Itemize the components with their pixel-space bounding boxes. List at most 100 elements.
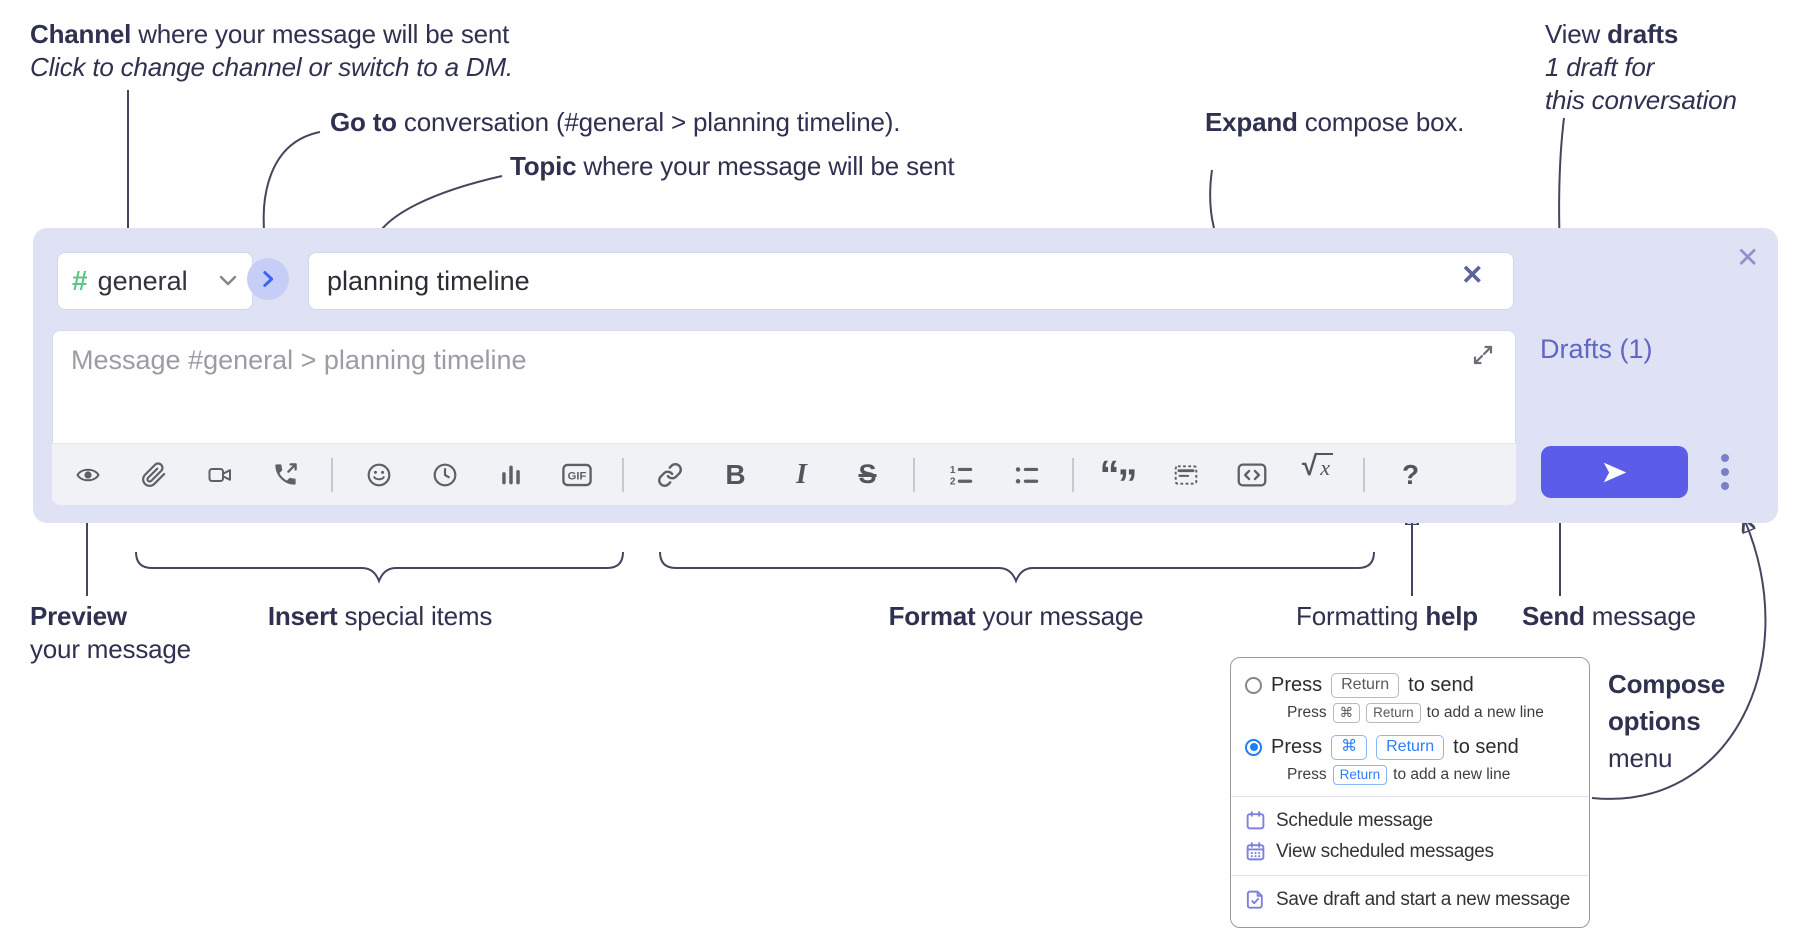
- popup-divider: [1231, 875, 1589, 876]
- send-icon: [1603, 462, 1626, 482]
- ellipsis-dot: [1721, 482, 1729, 490]
- ellipsis-dot: [1721, 468, 1729, 476]
- numbered-list-button[interactable]: 1 2: [940, 452, 981, 498]
- bulleted-list-icon: [1015, 467, 1039, 484]
- compose-options-text: menu: [1608, 743, 1673, 773]
- link-icon: [657, 462, 682, 487]
- topic-note: Topic where your message will be sent: [510, 150, 955, 183]
- radio-selected-icon[interactable]: [1245, 738, 1262, 756]
- emoji-button[interactable]: [358, 452, 399, 498]
- compose-box: # general ✕ ✕ D: [33, 228, 1778, 523]
- drafts-link[interactable]: Drafts (1): [1540, 334, 1653, 364]
- poll-button[interactable]: [490, 452, 531, 498]
- ol-2: 2: [950, 477, 956, 488]
- return-key-chip: Return: [1331, 672, 1400, 698]
- preview-note-text: your message: [30, 634, 191, 664]
- insert-note-text: special items: [337, 601, 493, 631]
- bold-icon: B: [725, 458, 746, 490]
- cmd-key-chip: ⌘: [1332, 702, 1361, 724]
- option2-sub-press: Press: [1287, 766, 1327, 783]
- view-drafts-bold: drafts: [1607, 19, 1679, 49]
- toolbar-separator: [331, 457, 333, 492]
- popup-divider: [1231, 796, 1589, 797]
- math-variable: x: [1317, 452, 1334, 481]
- bold-button[interactable]: B: [715, 452, 756, 498]
- topic-note-bold: Topic: [510, 151, 577, 181]
- option1-sub-suffix: to add a new line: [1426, 704, 1544, 721]
- attach-file-button[interactable]: [133, 452, 174, 498]
- compose-options-bold2: options: [1608, 706, 1701, 736]
- compose-options-button[interactable]: [1717, 454, 1733, 490]
- insert-brace: [135, 551, 624, 584]
- radio-unselected-icon[interactable]: [1245, 676, 1262, 694]
- toolbar-separator: [1072, 457, 1074, 492]
- italic-icon: I: [796, 458, 807, 490]
- code-button[interactable]: [1231, 452, 1272, 498]
- compose-options-bold1: Compose: [1608, 669, 1726, 699]
- option1-suffix: to send: [1408, 673, 1474, 696]
- send-note-text: message: [1584, 601, 1696, 631]
- message-textarea[interactable]: [53, 331, 1515, 443]
- calendar-days-icon: [1246, 842, 1265, 861]
- eye-icon: [75, 468, 100, 481]
- gif-label: GIF: [567, 470, 586, 482]
- link-button[interactable]: [649, 452, 690, 498]
- strikethrough-icon: S: [858, 459, 877, 489]
- calendar-icon: [1246, 811, 1265, 830]
- radio-option-return-to-send[interactable]: Press Return to send: [1245, 670, 1575, 700]
- code-icon: [1237, 462, 1266, 487]
- option2-suffix: to send: [1453, 735, 1519, 758]
- topic-note-text: where your message will be sent: [576, 151, 955, 181]
- go-to-conversation-button[interactable]: [247, 258, 289, 300]
- expand-compose-button[interactable]: [1471, 343, 1495, 372]
- send-button[interactable]: [1541, 446, 1688, 498]
- compose-toolbar: GIF B I S 1 2: [52, 443, 1516, 505]
- preview-note-bold: Preview: [30, 601, 127, 631]
- preview-button[interactable]: [67, 452, 108, 498]
- view-drafts-note: View drafts 1 draft for this conversatio…: [1545, 18, 1737, 117]
- preview-note: Preview your message: [30, 600, 191, 666]
- menu-item-schedule-message[interactable]: Schedule message: [1245, 805, 1575, 836]
- spoiler-button[interactable]: [1165, 452, 1206, 498]
- option1-press: Press: [1271, 673, 1323, 696]
- channel-note-sub: Click to change channel or switch to a D…: [30, 52, 513, 82]
- return-key-chip-blue: Return: [1376, 734, 1445, 760]
- menu-item-label: View scheduled messages: [1276, 840, 1494, 862]
- bulleted-list-button[interactable]: [1006, 452, 1047, 498]
- channel-note: Channel where your message will be sent …: [30, 18, 513, 84]
- formatting-help-button[interactable]: ?: [1390, 452, 1431, 498]
- channel-selector[interactable]: # general: [57, 252, 253, 310]
- time-button[interactable]: [424, 452, 465, 498]
- channel-hash-icon: #: [72, 265, 88, 296]
- gif-button[interactable]: GIF: [556, 452, 597, 498]
- math-button[interactable]: √x: [1297, 451, 1338, 498]
- clear-topic-icon[interactable]: ✕: [1461, 260, 1484, 290]
- view-drafts-sub2: this conversation: [1545, 85, 1737, 115]
- toolbar-separator: [1363, 457, 1365, 492]
- quote-button[interactable]: “”: [1099, 452, 1140, 504]
- video-call-button[interactable]: [199, 452, 240, 498]
- radio-option-cmd-return-to-send[interactable]: Press ⌘ Return to send: [1245, 732, 1575, 762]
- chevron-right-icon: [263, 271, 274, 287]
- quote-icon: “: [1099, 452, 1120, 497]
- smiley-icon: [367, 463, 390, 486]
- strikethrough-button[interactable]: S: [847, 452, 888, 498]
- phone-call-icon: [275, 463, 297, 485]
- menu-item-view-scheduled-messages[interactable]: View scheduled messages: [1245, 836, 1575, 867]
- menu-item-save-draft[interactable]: Save draft and start a new message: [1245, 884, 1575, 915]
- topic-input[interactable]: [308, 252, 1514, 310]
- compose-options-popup: Press Return to send Press ⌘ Return to a…: [1230, 657, 1590, 928]
- save-draft-icon: [1246, 890, 1263, 909]
- format-note-text: your message: [975, 601, 1144, 631]
- menu-item-label: Schedule message: [1276, 809, 1433, 831]
- format-note-bold: Format: [888, 601, 976, 631]
- ol-1: 1: [950, 465, 956, 476]
- expand-note: Expand compose box.: [1205, 106, 1464, 139]
- paperclip-icon: [141, 461, 165, 487]
- close-compose-icon[interactable]: ✕: [1736, 242, 1760, 273]
- italic-button[interactable]: I: [781, 452, 822, 498]
- option2-sub-suffix: to add a new line: [1393, 766, 1511, 783]
- audio-call-button[interactable]: [265, 452, 306, 498]
- option1-sub-press: Press: [1287, 704, 1327, 721]
- channel-note-text: where your message will be sent: [131, 19, 510, 49]
